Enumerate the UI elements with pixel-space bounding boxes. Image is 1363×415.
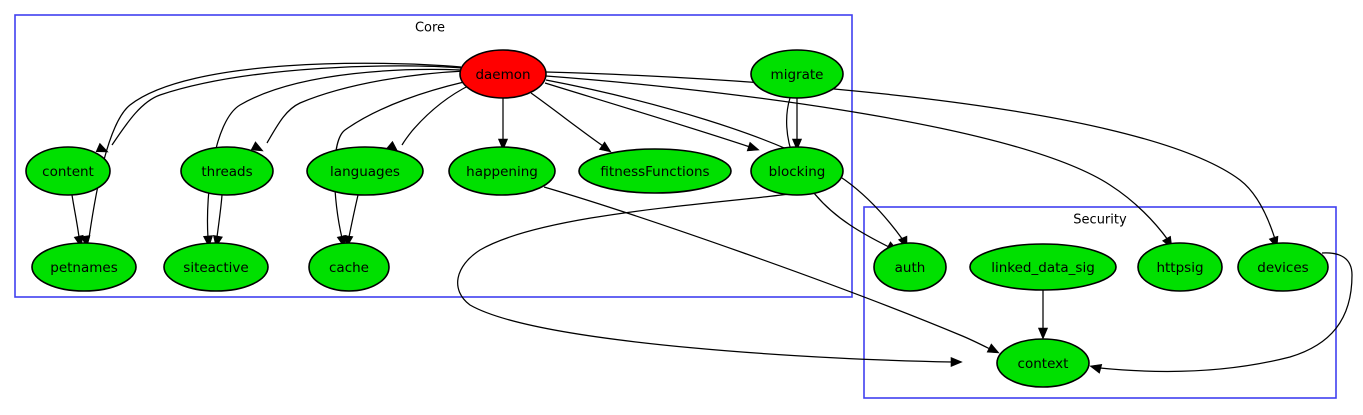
node-content[interactable]: content	[25, 146, 111, 196]
edge-daemon-to-fitnessFunctions	[530, 92, 612, 153]
node-siteactive[interactable]: siteactive	[163, 242, 269, 292]
arrowhead-icon	[95, 142, 109, 153]
edge-line	[543, 186, 991, 350]
node-fitnessFunctions[interactable]: fitnessFunctions	[578, 148, 732, 194]
edge-daemon-to-happening	[497, 98, 509, 151]
nodes-layer: daemon migrate content threads languages happ…	[25, 49, 1329, 388]
edge-line	[266, 70, 466, 144]
node-shape-threads[interactable]	[180, 146, 274, 196]
node-shape-httpsig[interactable]	[1137, 242, 1223, 292]
edge-daemon-to-content	[95, 65, 463, 153]
edge-linked_data_sig-to-context	[1037, 290, 1049, 340]
arrowhead-icon	[250, 141, 264, 152]
node-auth[interactable]: auth	[873, 242, 947, 292]
arrowhead-icon	[746, 141, 760, 152]
node-shape-content[interactable]	[25, 146, 111, 196]
node-blocking[interactable]: blocking	[750, 146, 844, 196]
node-shape-devices[interactable]	[1237, 242, 1329, 292]
node-shape-migrate[interactable]	[750, 49, 844, 99]
arrowhead-icon	[598, 141, 612, 153]
cluster-border-security	[863, 206, 1337, 399]
arrowhead-icon	[343, 235, 354, 248]
edge-content-to-petnames	[71, 194, 84, 248]
node-linked_data_sig[interactable]: linked_data_sig	[969, 243, 1117, 291]
edge-line	[457, 193, 953, 363]
edge-happening-to-context	[543, 186, 1000, 354]
node-httpsig[interactable]: httpsig	[1137, 242, 1223, 292]
node-context[interactable]: context	[996, 338, 1090, 388]
edge-line	[530, 92, 604, 147]
node-shape-fitnessFunctions[interactable]	[578, 148, 732, 194]
arrowhead-icon	[950, 356, 963, 368]
arrowhead-icon	[1089, 364, 1103, 374]
node-shape-context[interactable]	[996, 338, 1090, 388]
edge-daemon-to-blocking	[544, 82, 760, 152]
edge-line	[348, 194, 359, 238]
node-shape-linked_data_sig[interactable]	[969, 243, 1117, 291]
edge-line	[111, 65, 463, 146]
node-shape-siteactive[interactable]	[163, 242, 269, 292]
edge-line	[71, 194, 80, 238]
edges-layer	[71, 62, 1353, 374]
edge-line	[216, 194, 223, 238]
edge-line	[545, 75, 1169, 241]
cluster-core: Core	[14, 14, 853, 298]
node-threads[interactable]: threads	[180, 146, 274, 196]
arrowhead-icon	[497, 138, 509, 151]
cluster-label-security: Security	[1073, 213, 1127, 228]
edge-daemon-to-languages	[386, 84, 471, 153]
edge-line	[1099, 252, 1353, 373]
edge-line	[401, 84, 471, 146]
edge-blocking-to-context	[457, 193, 963, 368]
edge-line	[544, 82, 751, 148]
node-migrate[interactable]: migrate	[750, 49, 844, 99]
node-cache[interactable]: cache	[308, 242, 390, 292]
cluster-border-core	[14, 14, 853, 298]
edge-line	[786, 97, 890, 248]
edge-languages-to-cache	[343, 194, 359, 248]
edge-devices-to-context	[1089, 252, 1353, 374]
node-shape-petnames[interactable]	[31, 242, 137, 292]
arrowhead-icon	[986, 343, 1000, 354]
arrowhead-icon	[202, 235, 214, 248]
node-languages[interactable]: languages	[306, 146, 424, 196]
edge-line	[545, 71, 1276, 240]
arrowhead-icon	[791, 138, 803, 151]
cluster-security: Security	[863, 206, 1337, 399]
edge-threads-to-siteactive	[212, 194, 223, 248]
node-devices[interactable]: devices	[1237, 242, 1329, 292]
arrowhead-icon	[1037, 327, 1049, 340]
node-shape-blocking[interactable]	[750, 146, 844, 196]
node-shape-happening[interactable]	[448, 146, 556, 196]
node-shape-daemon[interactable]	[459, 49, 547, 99]
edge-daemon-to-threads	[250, 70, 466, 152]
node-petnames[interactable]: petnames	[31, 242, 137, 292]
node-shape-languages[interactable]	[306, 146, 424, 196]
cluster-label-core: Core	[415, 21, 445, 36]
node-happening[interactable]: happening	[448, 146, 556, 196]
node-shape-auth[interactable]	[873, 242, 947, 292]
node-daemon[interactable]: daemon	[459, 49, 547, 99]
node-shape-cache[interactable]	[308, 242, 390, 292]
edge-migrate-to-blocking	[791, 98, 803, 151]
edge-line	[333, 81, 465, 239]
